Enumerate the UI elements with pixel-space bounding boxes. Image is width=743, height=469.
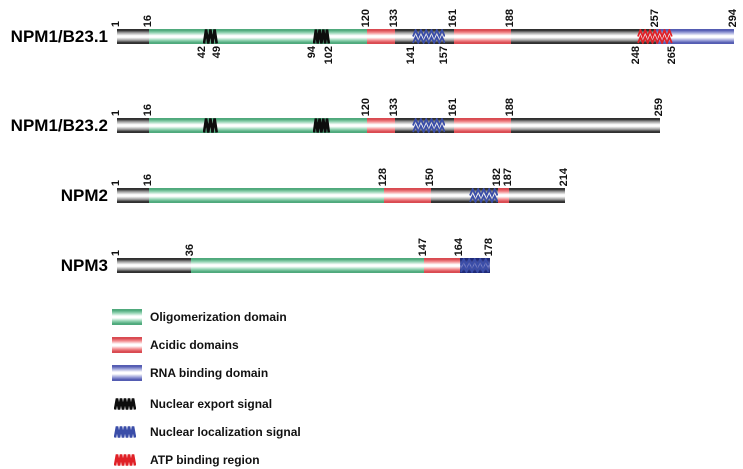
segment-linker xyxy=(510,29,656,44)
legend-label: Nuclear export signal xyxy=(150,397,273,411)
motif-atp-zigzag-icon xyxy=(637,29,673,44)
segment-linker xyxy=(117,118,149,133)
position-label-top: 214 xyxy=(558,167,570,186)
position-label-top: 257 xyxy=(649,8,661,27)
segment-acidic xyxy=(498,188,509,203)
motif-nls-zigzag-icon xyxy=(468,188,498,203)
position-label-top: 120 xyxy=(360,8,372,27)
position-label-top: 16 xyxy=(142,173,154,186)
segment-acidic xyxy=(453,29,511,44)
position-label-bottom: 157 xyxy=(438,46,450,65)
position-label-top: 120 xyxy=(360,97,372,116)
segment-acidic xyxy=(367,29,395,44)
segment-linker xyxy=(394,29,454,44)
position-label-top: 36 xyxy=(184,243,196,256)
position-label-top: 259 xyxy=(653,97,665,116)
segment-oligomerization xyxy=(148,188,385,203)
position-label-top: 164 xyxy=(453,237,465,256)
segment-acidic xyxy=(384,188,431,203)
segment-rna_binding xyxy=(655,29,734,44)
protein-bar xyxy=(117,118,661,133)
segment-acidic xyxy=(453,118,511,133)
legend-swatch-acidic xyxy=(112,337,142,353)
position-label-bottom: 248 xyxy=(630,46,642,65)
position-label-top: 1 xyxy=(110,20,122,27)
legend-label: RNA binding domain xyxy=(150,366,269,380)
segment-oligomerization xyxy=(148,118,368,133)
position-label-top: 161 xyxy=(447,97,459,116)
legend-nes-zigzag-icon xyxy=(114,398,136,410)
legend-atp-zigzag-icon xyxy=(114,454,136,466)
position-label-top: 187 xyxy=(502,167,514,186)
position-label-top: 133 xyxy=(388,97,400,116)
segment-linker xyxy=(117,188,149,203)
motif-nls-zigzag-icon xyxy=(411,29,446,44)
protein-bar xyxy=(117,258,490,273)
position-label-top: 1 xyxy=(110,249,122,256)
position-label-bottom: 49 xyxy=(211,46,223,59)
segment-linker xyxy=(117,29,149,44)
motif-nes-zigzag-icon xyxy=(312,29,330,44)
legend-swatch-oligomerization xyxy=(112,309,142,325)
segment-acidic xyxy=(424,258,461,273)
position-label-top: 161 xyxy=(447,8,459,27)
position-label-top: 178 xyxy=(483,237,495,256)
position-label-top: 1 xyxy=(110,179,122,186)
position-label-top: 1 xyxy=(110,109,122,116)
segment-linker xyxy=(394,118,454,133)
segment-linker xyxy=(117,258,191,273)
position-label-top: 133 xyxy=(388,8,400,27)
segment-acidic xyxy=(367,118,395,133)
segment-linker xyxy=(510,118,661,133)
protein-name: NPM3 xyxy=(60,256,108,275)
position-label-bottom: 102 xyxy=(323,46,335,65)
position-label-bottom: 265 xyxy=(666,46,678,65)
protein-bar xyxy=(117,29,734,44)
segment-oligomerization xyxy=(148,29,368,44)
protein-name: NPM2 xyxy=(60,186,108,205)
position-label-top: 188 xyxy=(504,8,516,27)
protein-bar xyxy=(117,188,566,203)
motif-nes-zigzag-icon xyxy=(203,29,219,44)
position-label-bottom: 141 xyxy=(405,46,417,65)
position-label-top: 128 xyxy=(377,167,389,186)
legend-swatch-rna_binding xyxy=(112,365,142,381)
motif-nls-zigzag-icon xyxy=(411,118,446,133)
legend-label: Nuclear localization signal xyxy=(150,425,301,439)
protein-name: NPM1/B23.1 xyxy=(10,27,108,46)
legend-label: Oligomerization domain xyxy=(150,310,287,324)
protein-name: NPM1/B23.2 xyxy=(10,116,108,135)
motif-nls-zigzag-icon xyxy=(460,258,490,273)
legend-label: Acidic domains xyxy=(150,338,239,352)
position-label-top: 188 xyxy=(504,97,516,116)
position-label-bottom: 42 xyxy=(196,46,208,59)
segment-linker xyxy=(508,188,566,203)
position-label-top: 150 xyxy=(424,167,436,186)
position-label-top: 16 xyxy=(142,14,154,27)
legend-nls-zigzag-icon xyxy=(114,426,136,438)
motif-nes-zigzag-icon xyxy=(312,118,330,133)
legend-label: ATP binding region xyxy=(150,453,260,467)
position-label-top: 147 xyxy=(417,237,429,256)
segment-oligomerization xyxy=(190,258,425,273)
position-label-top: 16 xyxy=(142,103,154,116)
position-label-top: 294 xyxy=(727,8,739,27)
motif-nes-zigzag-icon xyxy=(203,118,219,133)
position-label-bottom: 94 xyxy=(306,46,318,59)
